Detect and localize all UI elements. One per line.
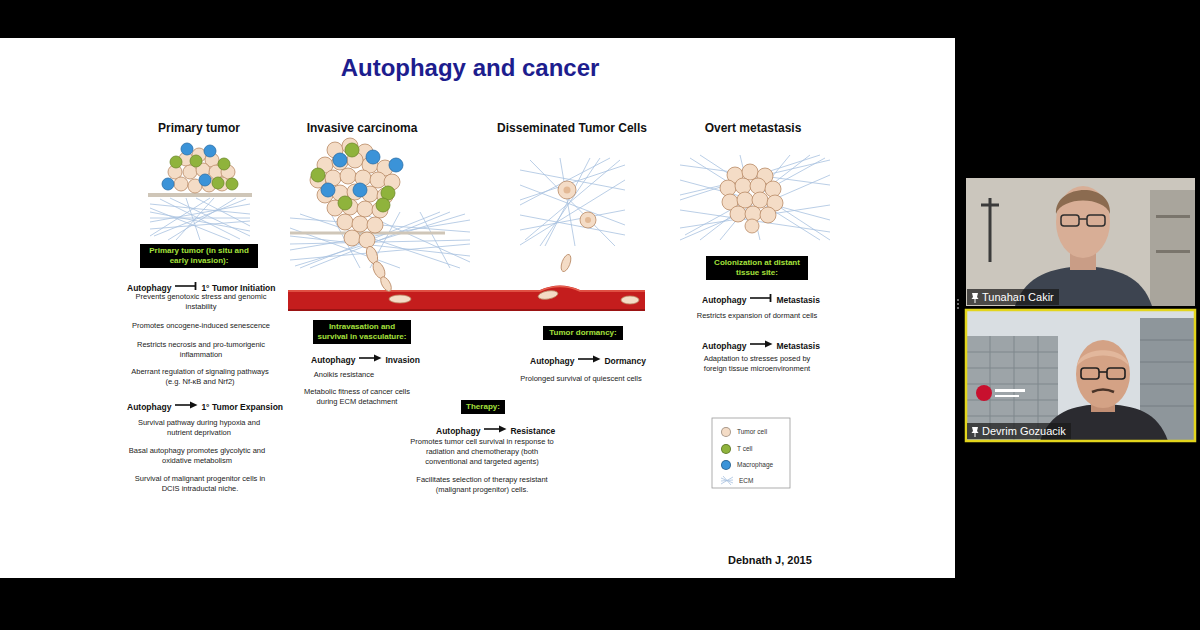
effect-term: Invasion — [385, 355, 419, 365]
note-text: Promotes oncogene-induced senescence — [125, 321, 277, 331]
note-text: Promotes tumor cell survival in response… — [410, 437, 554, 466]
effect-term: Metastasis — [776, 295, 819, 305]
node-text: Intravasation and survival in vasculatur… — [316, 322, 408, 342]
cell-nuclei — [564, 187, 592, 224]
node-text: Tumor dormancy: — [546, 328, 620, 338]
activation-arrow — [358, 354, 382, 362]
legend-swatch — [721, 444, 731, 454]
node-text: Devrim Gozuacik — [982, 424, 1066, 438]
effect-row: Autophagy 1° Tumor Expansion — [127, 399, 283, 410]
legend-sample — [721, 476, 733, 485]
effect-term: 1° Tumor Initiation — [201, 283, 275, 293]
slide-background — [0, 38, 955, 578]
webcam-feed — [966, 178, 1195, 306]
legend-entry: Macrophage — [721, 459, 773, 470]
slide-title: Autophagy and cancer — [0, 54, 940, 82]
node-text: Therapy: — [464, 402, 502, 412]
effect-row: Autophagy 1° Tumor Initiation — [127, 280, 275, 291]
note-text: Anoikis resistance — [294, 370, 394, 380]
webcam-feed — [966, 310, 1195, 441]
legend-text: Tumor cell — [737, 428, 767, 435]
effect-term: Resistance — [510, 426, 555, 436]
stage-header-box: Colonization at distant tissue site: — [706, 256, 808, 280]
citation: Debnath J, 2015 — [728, 553, 858, 567]
t-cells — [170, 143, 395, 212]
effect-term: Autophagy — [702, 341, 746, 351]
effect-term: Dormancy — [604, 356, 646, 366]
node-text: Colonization at distant tissue site: — [709, 258, 805, 278]
stage-header-box: Primary tumor (in situ and early invasio… — [140, 244, 258, 268]
node-text: Tunahan Cakir — [982, 290, 1054, 304]
pin-icon — [971, 426, 979, 437]
name-tag: Tunahan Cakir — [967, 289, 1059, 305]
note-text: Basal autophagy promotes glycolytic and … — [124, 446, 270, 466]
activation-arrow — [577, 355, 601, 363]
legend-text: Macrophage — [737, 461, 773, 468]
note-text: Prolonged survival of quiescent cells — [511, 374, 651, 384]
stage-header-box: Tumor dormancy: — [543, 326, 623, 340]
legend-swatch — [721, 460, 731, 470]
column-heading: Disseminated Tumor Cells — [472, 121, 672, 135]
note-text: Prevents genotoxic stress and genomic in… — [127, 292, 275, 312]
activation-arrow — [174, 401, 198, 409]
effect-row: Autophagy Resistance — [436, 423, 555, 434]
effect-row: Autophagy Dormancy — [530, 353, 646, 364]
basement-membrane — [148, 193, 252, 197]
node-text: Primary tumor (in situ and early invasio… — [143, 246, 255, 266]
note-text: Restricts necrosis and pro-tumorigenic i… — [127, 340, 275, 360]
legend-entry: T cell — [721, 443, 752, 454]
column-heading: Primary tumor — [114, 121, 284, 135]
note-text: Survival of malignant progenitor cells i… — [127, 474, 273, 494]
note-text: Adaptation to stresses posed by foreign … — [697, 354, 817, 374]
stage-header-box: Therapy: — [461, 400, 505, 414]
legend-text: T cell — [737, 445, 752, 452]
column-heading: Overt metastasis — [668, 121, 838, 135]
inhibition-symbol — [174, 282, 198, 290]
effect-term: Autophagy — [436, 426, 480, 436]
blood-vessel — [288, 286, 645, 312]
pin-icon — [971, 292, 979, 303]
tumor-cells — [168, 138, 783, 304]
legend-entry: Tumor cell — [721, 426, 767, 437]
panel-handle — [957, 299, 959, 309]
effect-row: Autophagy Metastasis — [702, 338, 820, 349]
effect-term: 1° Tumor Expansion — [201, 402, 283, 412]
note-text: Restricts expansion of dormant cells — [687, 311, 827, 321]
name-tag: Devrim Gozuacik — [967, 423, 1071, 439]
effect-term: Autophagy — [127, 402, 171, 412]
effect-term: Autophagy — [127, 283, 171, 293]
stage-header-box: Intravasation and survival in vasculatur… — [313, 320, 411, 344]
column-heading: Invasive carcinoma — [277, 121, 447, 135]
effect-term: Autophagy — [530, 356, 574, 366]
legend-entry: ECM — [721, 475, 753, 486]
note-text: Facilitates selection of therapy resista… — [410, 475, 555, 495]
note-text: Survival pathway during hypoxia and nutr… — [129, 418, 269, 438]
effect-term: Autophagy — [311, 355, 355, 365]
legend-swatch — [721, 427, 731, 437]
effect-term: Autophagy — [702, 295, 746, 305]
effect-term: Metastasis — [776, 341, 819, 351]
inhibition-symbol — [749, 294, 773, 302]
legend-text: ECM — [739, 477, 753, 484]
legend-frame — [712, 418, 790, 488]
note-text: Aberrant regulation of signaling pathway… — [125, 367, 275, 387]
effect-row: Autophagy Metastasis — [702, 292, 820, 303]
activation-arrow — [749, 340, 773, 348]
effect-row: Autophagy Invasion — [311, 352, 420, 363]
macrophages — [162, 143, 403, 197]
activation-arrow — [483, 425, 507, 433]
note-text: Metabolic fitness of cancer cells during… — [303, 387, 411, 407]
